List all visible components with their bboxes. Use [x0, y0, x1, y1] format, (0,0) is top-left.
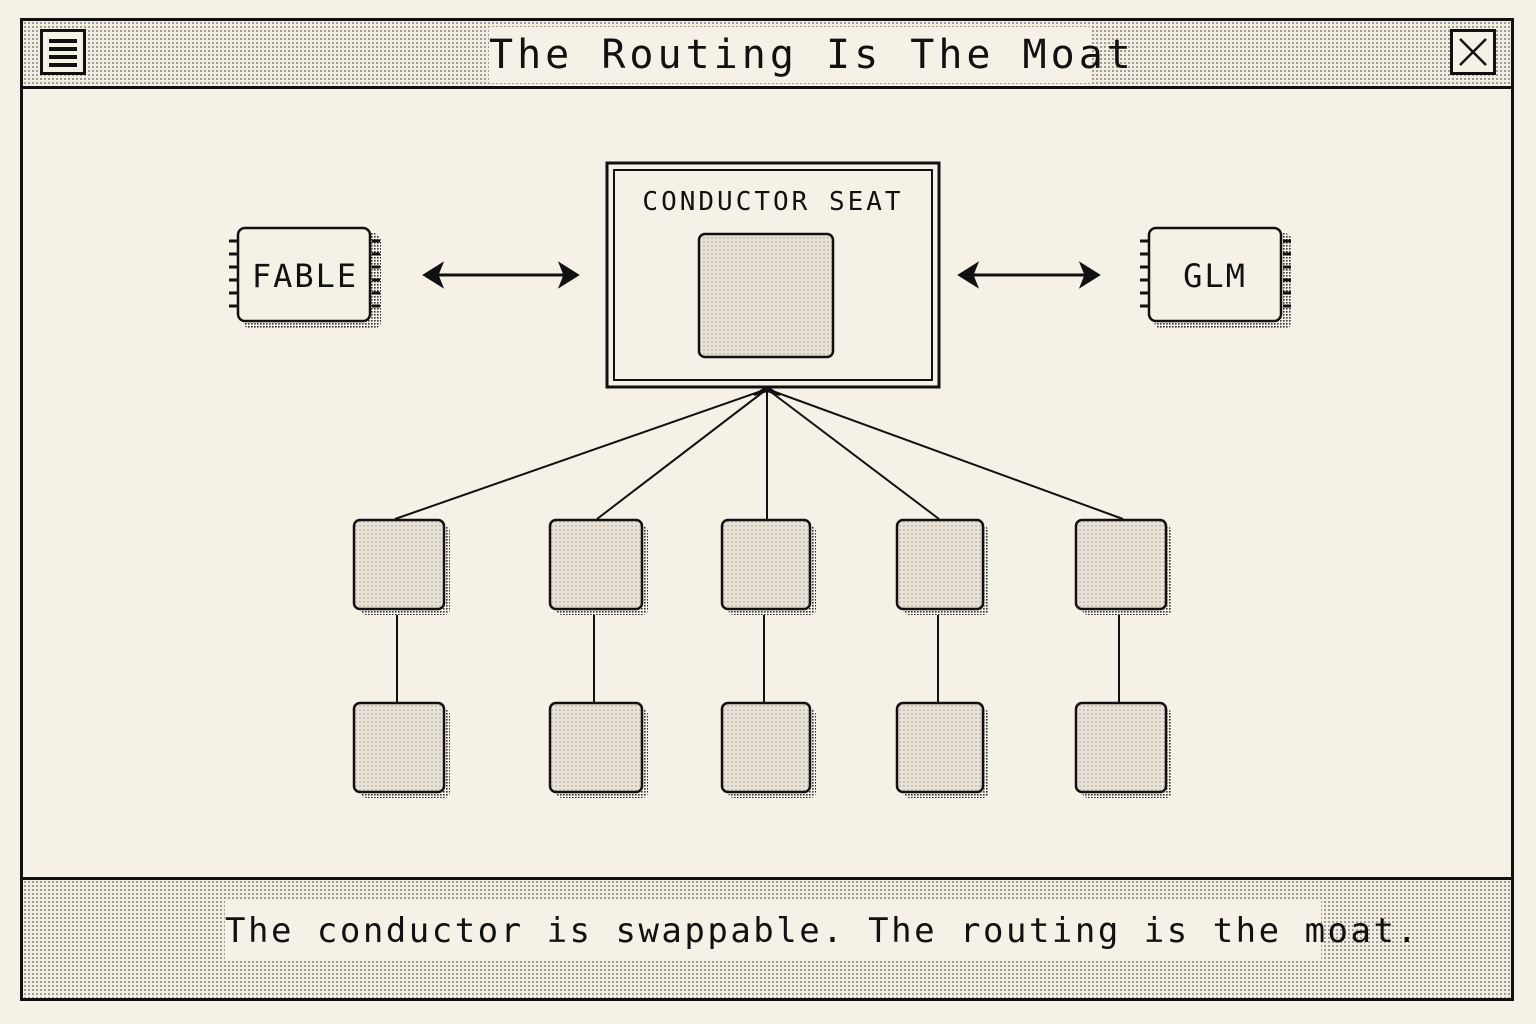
- worker-column: [548, 518, 648, 798]
- glm-swap-arrow: [957, 261, 1101, 289]
- fable-label: FABLE: [252, 257, 358, 295]
- worker-node: [352, 518, 450, 615]
- worker-column: [352, 518, 450, 798]
- worker-column: [895, 518, 989, 798]
- menu-icon-bar: [49, 39, 77, 43]
- conductor-seat: CONDUCTOR SEAT: [605, 161, 941, 389]
- window-title: The Routing Is The Moat: [489, 27, 1131, 83]
- worker-node: [548, 518, 648, 615]
- worker-node: [1074, 701, 1172, 798]
- worker-node: [720, 701, 816, 798]
- worker-grid: [352, 518, 1172, 798]
- worker-node: [1074, 518, 1172, 615]
- fable-model-chip: FABLE: [229, 226, 381, 329]
- menu-icon-bar: [49, 55, 77, 59]
- worker-column: [1074, 518, 1172, 798]
- routing-diagram: CONDUCTOR SEAT FABLE: [229, 161, 1292, 798]
- menu-button[interactable]: [40, 29, 86, 75]
- worker-node: [548, 701, 648, 798]
- fable-swap-arrow: [422, 261, 580, 289]
- diagram-window: The Routing Is The Moat: [20, 18, 1514, 1001]
- routing-lines: [394, 385, 1124, 520]
- menu-icon-bar: [49, 47, 77, 51]
- glm-model-chip: GLM: [1140, 226, 1292, 329]
- glm-label: GLM: [1183, 257, 1247, 295]
- worker-node: [720, 518, 816, 615]
- conductor-slot: [697, 232, 835, 359]
- title-bar[interactable]: The Routing Is The Moat: [23, 21, 1511, 89]
- conductor-seat-label: CONDUCTOR SEAT: [642, 187, 903, 217]
- close-icon: [1459, 38, 1487, 66]
- worker-column: [720, 518, 816, 798]
- diagram-canvas: CONDUCTOR SEAT FABLE: [23, 89, 1511, 877]
- worker-node: [895, 701, 989, 798]
- worker-node: [895, 518, 989, 615]
- status-bar: The conductor is swappable. The routing …: [23, 877, 1511, 998]
- worker-node: [352, 701, 450, 798]
- menu-icon-bar: [49, 63, 77, 67]
- status-caption: The conductor is swappable. The routing …: [225, 901, 1417, 961]
- close-button[interactable]: [1450, 29, 1496, 75]
